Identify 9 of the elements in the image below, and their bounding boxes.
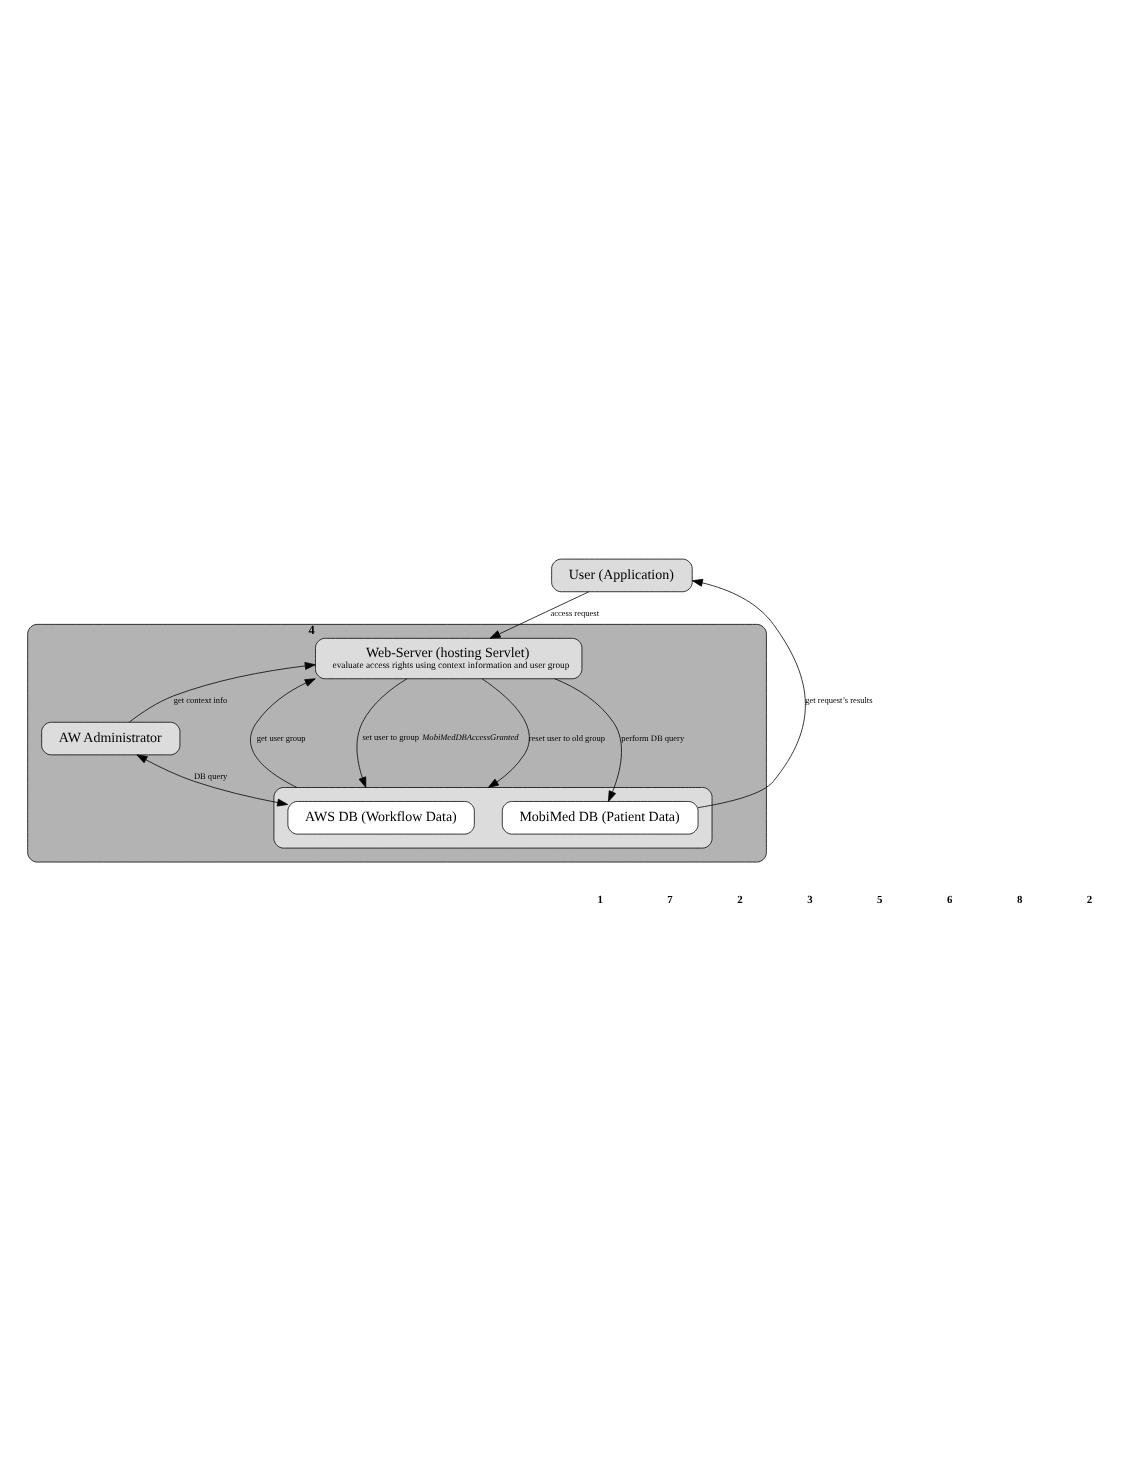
- arrow: [356, 678, 408, 788]
- arrow: [489, 591, 590, 639]
- arrow: [691, 578, 806, 808]
- cluster: [27, 623, 767, 863]
- arrow: [481, 678, 530, 788]
- arrow: [554, 678, 622, 802]
- arrow: [136, 754, 289, 807]
- arrow: [128, 662, 316, 723]
- arrow: [250, 678, 316, 788]
